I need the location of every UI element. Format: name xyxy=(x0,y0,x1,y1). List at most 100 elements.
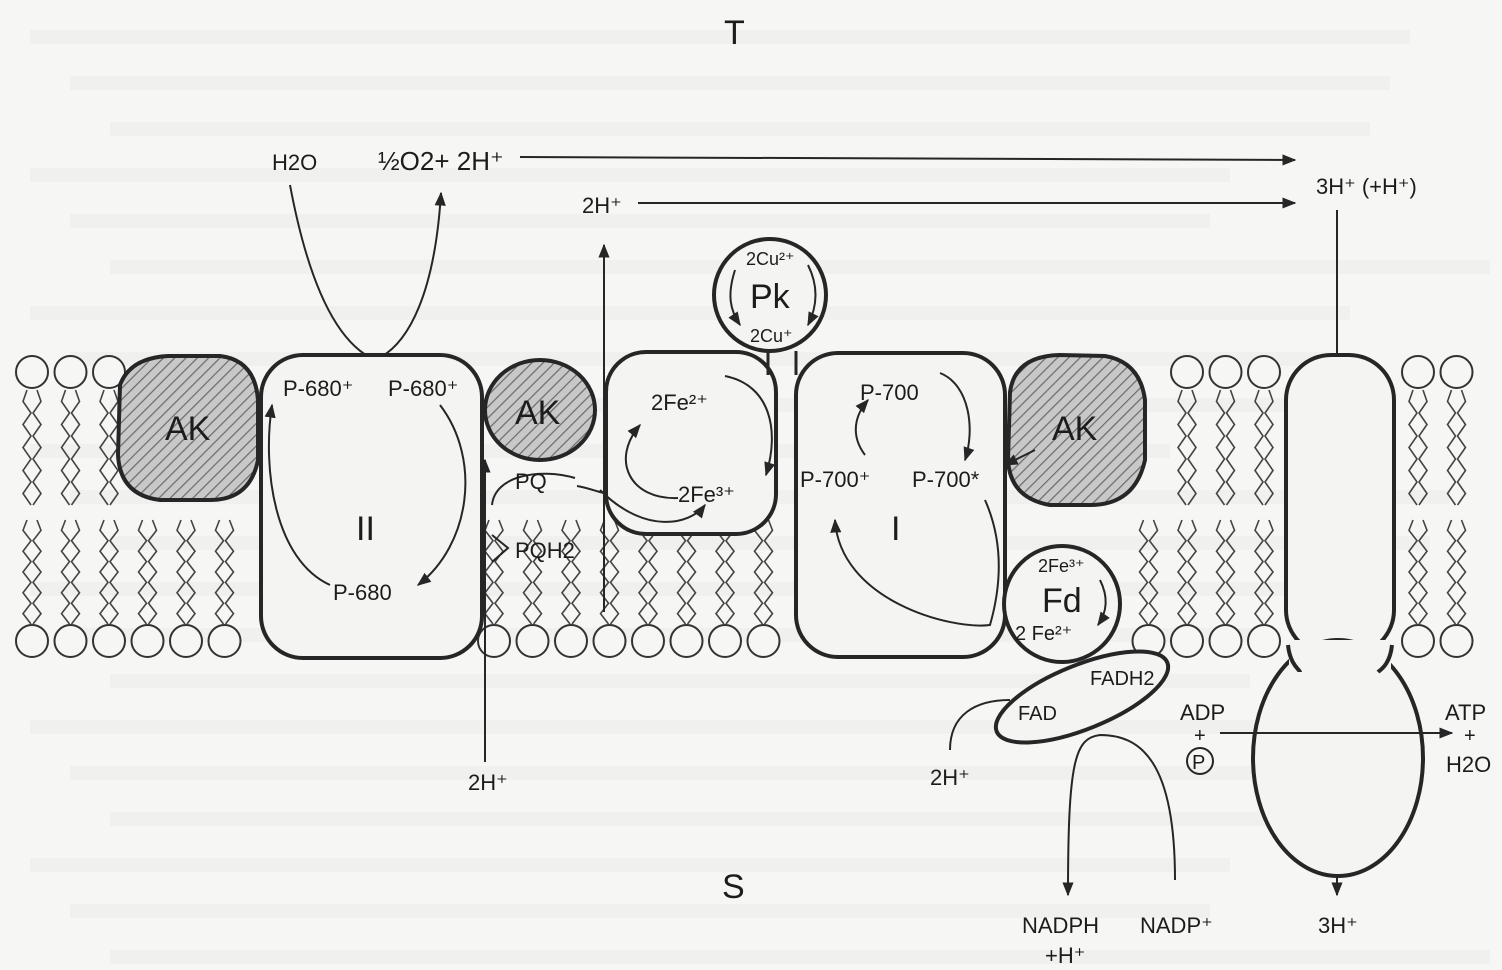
lipid-head xyxy=(15,624,49,658)
plastocyanin-pk: 2Cu²⁺ Pk 2Cu⁺ xyxy=(712,237,828,375)
lipid-tail xyxy=(22,389,32,506)
lipid-head xyxy=(1247,624,1281,658)
lipid-tail xyxy=(60,519,71,625)
p700-label: P-700 xyxy=(860,380,919,405)
bleed-smudge xyxy=(70,76,1390,90)
bleed-smudge xyxy=(30,306,1350,320)
water-splitting-arrows xyxy=(289,184,446,361)
lipid-tail xyxy=(175,519,187,625)
photosystem-ii: P-680⁺ P-680⁺ II P-680 xyxy=(259,353,484,660)
p680-plus-right-label: P-680⁺ xyxy=(388,376,458,401)
lipid-tail xyxy=(1176,519,1188,625)
fd-label: Fd xyxy=(1042,582,1082,620)
lipid-head xyxy=(708,624,742,658)
lipid-tail xyxy=(1263,519,1275,625)
bleed-smudge xyxy=(70,904,1210,918)
photosystem-ii-label: II xyxy=(356,510,375,548)
lipid-tail xyxy=(609,519,620,625)
p680-label: P-680 xyxy=(333,580,392,605)
atp-synthase: ADP + P ATP + H2O xyxy=(1180,353,1491,878)
nadph-h-label: +H⁺ xyxy=(1045,943,1085,968)
ak-right-complex: AK xyxy=(1003,352,1147,507)
lipid-tail xyxy=(1417,519,1429,625)
bleed-smudge xyxy=(30,30,1410,44)
lipid-head xyxy=(1439,624,1474,658)
lipid-head xyxy=(515,624,550,658)
fe3-fd-label: 2Fe³⁺ xyxy=(1038,556,1085,576)
lipid-tail xyxy=(1177,389,1187,506)
pq-label: PQ xyxy=(515,469,547,494)
ak-left-label: AK xyxy=(165,410,211,448)
adp-plus-label: + xyxy=(1194,725,1206,747)
bleed-smudge xyxy=(30,858,1230,872)
lipid-tail xyxy=(714,519,726,625)
lipid-tail xyxy=(686,519,697,625)
ak-middle-complex: AK xyxy=(483,358,597,462)
lipid-head xyxy=(1208,355,1243,389)
lipid-head xyxy=(92,624,126,658)
lipid-tail xyxy=(676,519,687,625)
lipid-tail xyxy=(1254,389,1264,506)
h2o-label: H2O xyxy=(272,150,317,175)
lipid-tail xyxy=(1408,389,1418,506)
bleed-smudge xyxy=(70,766,1390,780)
lipid-tail xyxy=(599,519,610,625)
oxygen-protons-label: ½O2+ 2H⁺ xyxy=(378,146,504,176)
ak-left-complex: AK xyxy=(115,354,260,502)
lipid-head xyxy=(1401,355,1435,389)
lipid-tail xyxy=(224,519,235,625)
lipid-tail xyxy=(493,519,505,625)
lipid-head xyxy=(669,624,704,658)
lipid-tail xyxy=(522,519,533,625)
h2o-right-label: H2O xyxy=(1446,752,1491,777)
lipid-head xyxy=(130,624,165,658)
pqh2-label: PQH2 xyxy=(515,538,575,563)
two-h-top-label: 2H⁺ xyxy=(582,193,622,218)
cu1-label: 2Cu⁺ xyxy=(750,326,793,346)
lipid-tail xyxy=(1456,519,1467,625)
bleed-smudge xyxy=(110,812,1370,826)
ak-middle-label: AK xyxy=(515,394,561,432)
lipid-head xyxy=(92,355,126,389)
lipid-tail xyxy=(70,389,81,506)
lipid-tail xyxy=(1148,519,1159,625)
lipid-head xyxy=(746,624,781,658)
p680-plus-left-label: P-680⁺ xyxy=(283,376,353,401)
bleed-smudge xyxy=(110,674,1250,688)
fe2-c-label: 2Fe²⁺ xyxy=(651,390,708,415)
lipid-head xyxy=(477,624,511,658)
p700-plus-label: P-700⁺ xyxy=(800,467,870,492)
bleed-smudge xyxy=(110,122,1370,136)
lipid-tail xyxy=(1446,519,1457,625)
lipid-head xyxy=(1247,355,1281,389)
bleed-smudge xyxy=(110,950,1490,964)
cytochrome-c552: 2Fe²⁺ 2Fe³⁺ xyxy=(599,350,778,536)
lipid-tail xyxy=(1138,519,1149,625)
lipid-tail xyxy=(724,519,736,625)
lipid-head xyxy=(1401,624,1435,658)
lipid-head xyxy=(53,624,88,658)
lipid-tail xyxy=(1186,519,1198,625)
lipid-tail xyxy=(60,389,71,506)
p700-star-label: P-700* xyxy=(912,467,980,492)
photosystem-i: P-700 P-700⁺ P-700* I xyxy=(794,351,1007,659)
bleed-smudge xyxy=(70,214,1210,228)
lipid-tail xyxy=(570,519,582,625)
lipid-tail xyxy=(763,519,774,625)
three-h-bottom-label: 3H⁺ xyxy=(1318,913,1358,938)
region-s-label: S xyxy=(722,868,745,906)
fad-reductase: FADH2 FAD xyxy=(949,649,1176,897)
lipid-tail xyxy=(1225,389,1236,506)
two-h-bottom-left-label: 2H⁺ xyxy=(468,770,508,795)
lipid-tail xyxy=(1187,389,1197,506)
lipid-head xyxy=(592,624,627,658)
lipid-tail xyxy=(214,519,225,625)
nadph-label: NADPH xyxy=(1022,913,1099,938)
two-h-bottom-mid-label: 2H⁺ xyxy=(930,765,970,790)
lipid-head xyxy=(15,355,49,389)
lipid-tail xyxy=(560,519,572,625)
lipid-tail xyxy=(637,519,649,625)
lipid-tail xyxy=(1446,389,1457,506)
atp-plus-label: + xyxy=(1464,725,1476,747)
